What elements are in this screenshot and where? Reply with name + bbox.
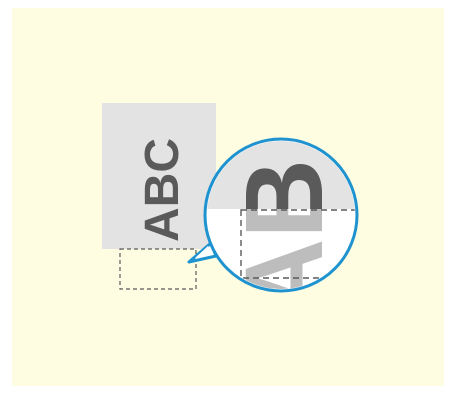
document-text-dark: ABC [136, 138, 189, 242]
